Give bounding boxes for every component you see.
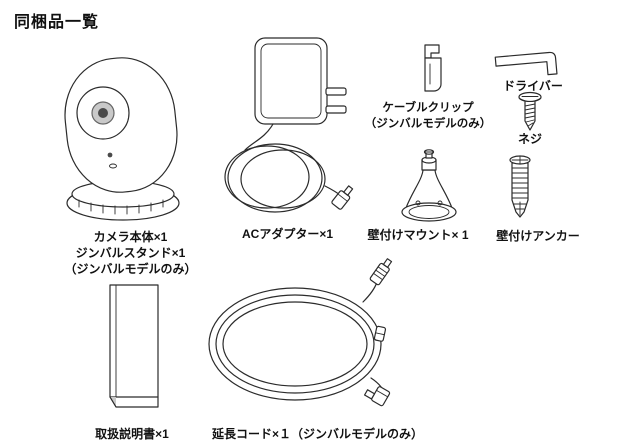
camera-label: カメラ本体×1 ジンバルスタンド×1 （ジンバルモデルのみ） — [28, 229, 233, 277]
extension-cord-label: 延長コード×１（ジンバルモデルのみ） — [212, 427, 424, 441]
wall-mount-label: 壁付けマウント× 1 — [367, 228, 469, 242]
camera-label-line3: （ジンバルモデルのみ） — [64, 262, 197, 276]
screw-illustration — [518, 91, 542, 131]
ac-adapter-illustration — [224, 37, 354, 213]
page-title: 同梱品一覧 — [14, 14, 100, 31]
screwdriver-label: ドライバー — [503, 79, 563, 93]
camera-label-line2: ジンバルスタンド×1 — [75, 246, 186, 260]
camera-label-line1: カメラ本体×1 — [93, 230, 168, 244]
cable-clip-label: ケーブルクリップ （ジンバルモデルのみ） — [352, 100, 504, 132]
wall-anchor-illustration — [509, 155, 531, 218]
cable-clip-illustration — [424, 44, 442, 92]
wall-mount-illustration — [401, 149, 457, 222]
manual-label: 取扱説明書×1 — [95, 427, 169, 441]
screw-label: ネジ — [517, 132, 542, 146]
wall-anchor-label: 壁付けアンカー — [496, 229, 580, 243]
camera-illustration — [64, 57, 180, 221]
ac-adapter-label: ACアダプター×1 — [241, 227, 333, 241]
cable-clip-label-line1: ケーブルクリップ — [382, 102, 474, 114]
manual-illustration — [109, 284, 159, 408]
screwdriver-illustration — [494, 51, 558, 76]
extension-cord-illustration — [208, 258, 393, 407]
cable-clip-label-line2: （ジンバルモデルのみ） — [364, 118, 492, 130]
